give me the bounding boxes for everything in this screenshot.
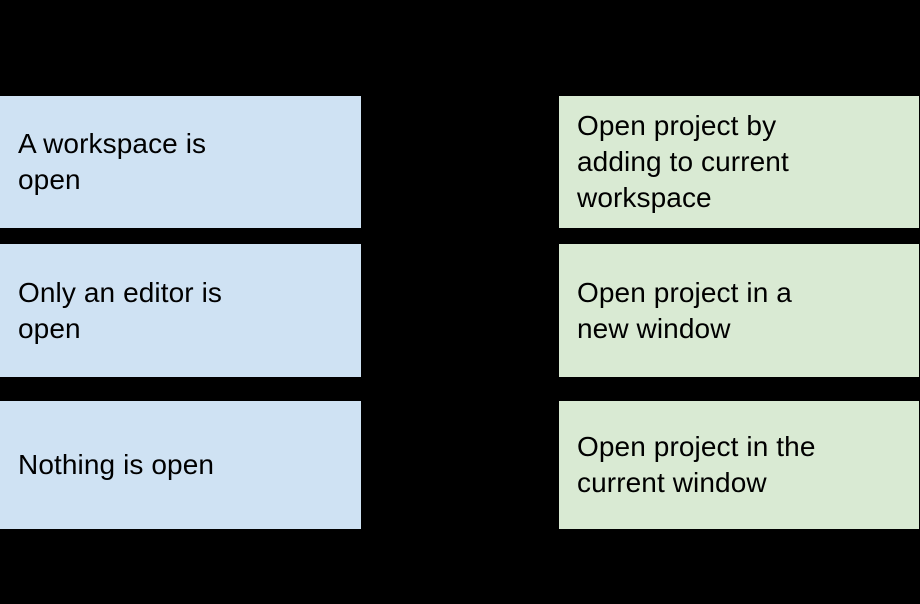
action-label-open-current-window: Open project in the current window [577, 431, 816, 498]
condition-box-nothing-open[interactable]: Nothing is open [0, 400, 362, 530]
condition-label-workspace-open: A workspace is open [18, 128, 207, 195]
condition-label-editor-open: Only an editor is open [18, 276, 223, 344]
condition-box-editor-open[interactable]: Only an editor is open [0, 243, 362, 378]
action-box-open-new-window[interactable]: Open project in a new window [558, 243, 920, 378]
action-label-add-to-workspace: Open project by adding to current worksp… [577, 110, 789, 213]
action-box-open-current-window[interactable]: Open project in the current window [558, 400, 920, 530]
condition-label-nothing-open: Nothing is open [18, 449, 215, 481]
action-box-add-to-workspace[interactable]: Open project by adding to current worksp… [558, 95, 920, 229]
condition-box-workspace-open[interactable]: A workspace is open [0, 95, 362, 229]
action-label-open-new-window: Open project in a new window [577, 276, 792, 344]
